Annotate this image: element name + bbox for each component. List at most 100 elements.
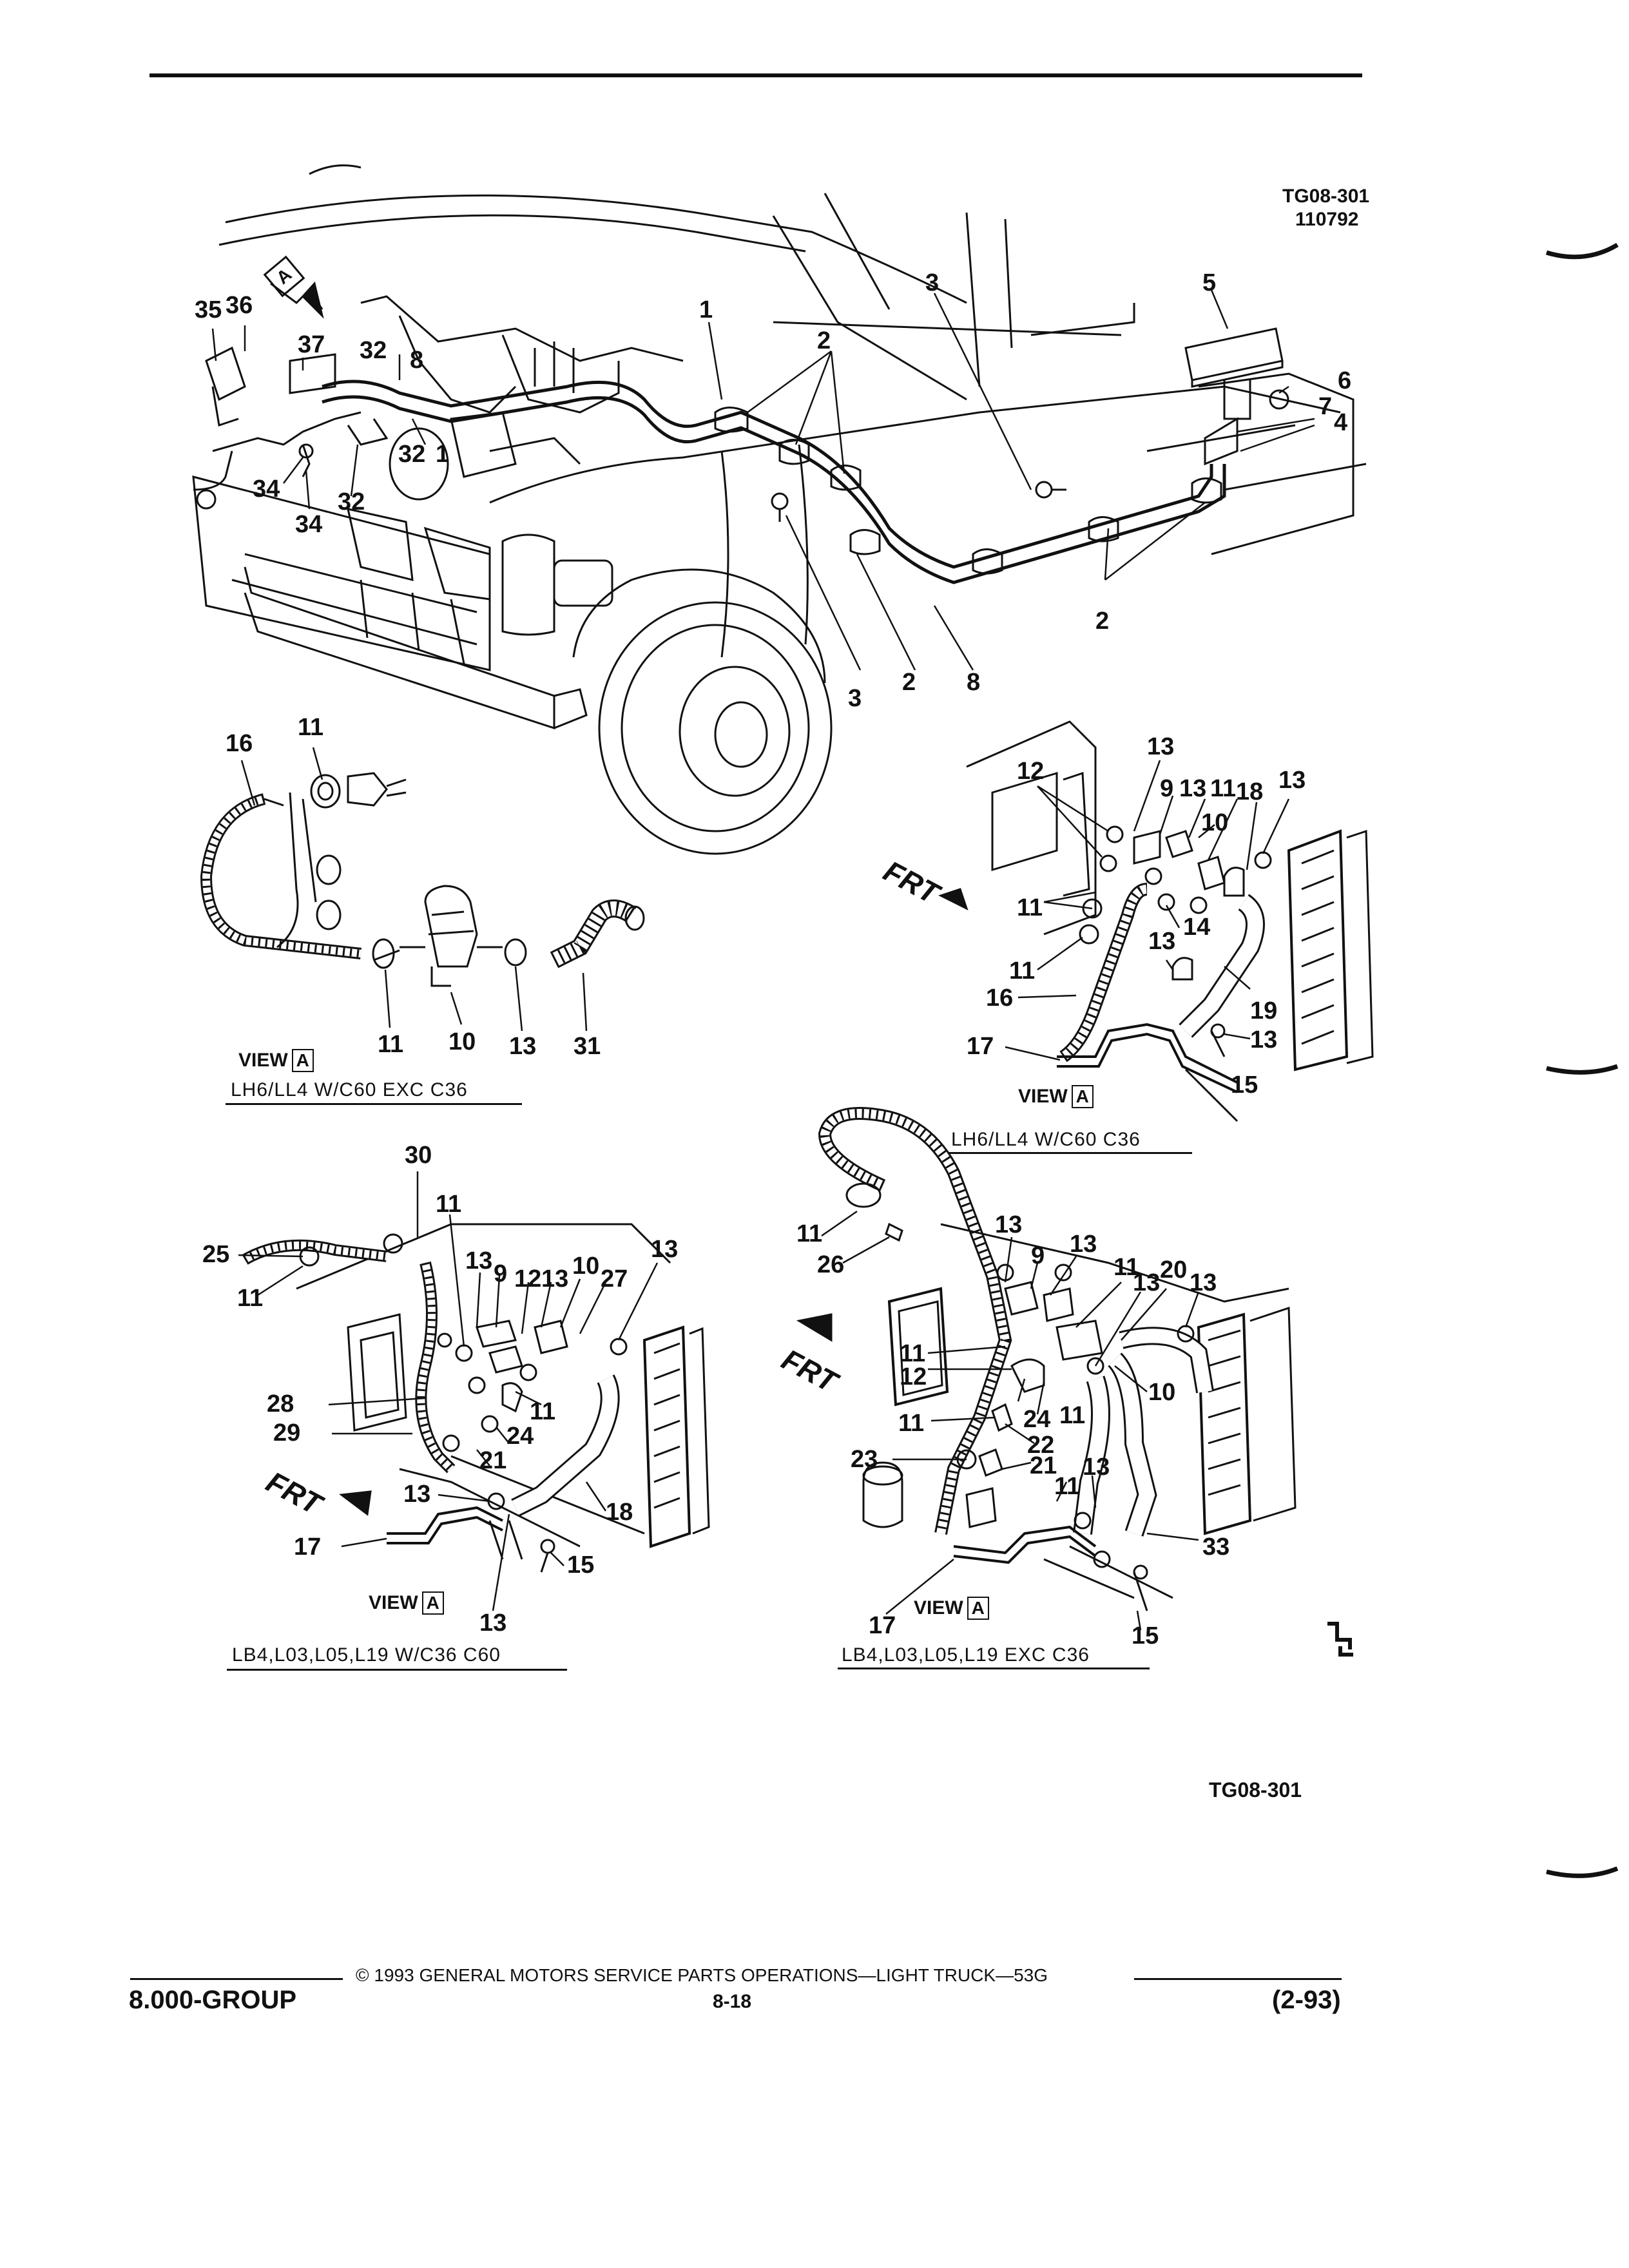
revision-label: (2-93)	[1272, 1986, 1341, 2014]
callout-27: 27	[601, 1265, 628, 1293]
callout-13: 13	[541, 1265, 569, 1293]
callout-16: 16	[226, 730, 253, 757]
callout-11: 11	[1059, 1402, 1086, 1429]
figure-code: TG08-301	[1282, 186, 1370, 207]
callout-30: 30	[405, 1142, 432, 1169]
callout-22: 22	[1027, 1432, 1055, 1459]
callout-12: 12	[514, 1265, 542, 1293]
callout-18: 18	[1236, 778, 1264, 805]
callout-11: 11	[1009, 957, 1036, 985]
callout-37: 36	[226, 292, 253, 319]
callout-17: 17	[294, 1533, 322, 1561]
callout-32: 32	[360, 337, 387, 364]
callout-35: 34	[253, 476, 280, 503]
callout-15: 15	[1231, 1072, 1258, 1099]
callout-10: 10	[448, 1028, 476, 1055]
callout-3: 3	[925, 269, 940, 296]
front-wheel	[598, 601, 833, 855]
bumper	[244, 566, 555, 730]
callout-10: 10	[572, 1253, 600, 1280]
callout-13: 13	[465, 1247, 493, 1274]
callout-23: 23	[851, 1446, 878, 1473]
footer-rule-right	[1134, 1978, 1342, 1980]
callout-15: 15	[567, 1552, 595, 1579]
callout-11: 11	[1210, 775, 1237, 802]
callout-26: 26	[817, 1251, 845, 1278]
callout-19: 19	[1250, 997, 1278, 1024]
callout-11: 11	[378, 1031, 404, 1058]
hood-outline	[225, 194, 967, 304]
callout-13: 13	[1190, 1269, 1217, 1296]
callout-3: 3	[848, 685, 862, 712]
callout-11: 11	[530, 1398, 556, 1425]
view-a-1-underline	[226, 1103, 522, 1105]
callout-13: 13	[1148, 928, 1176, 955]
callout-13: 13	[1147, 733, 1175, 760]
callout-10: 10	[1201, 809, 1229, 836]
windshield	[772, 193, 1013, 401]
callout-15: 15	[1132, 1622, 1159, 1649]
page-number: 8-18	[713, 1991, 752, 2012]
callout-13: 13	[1278, 767, 1306, 794]
callout-9: 9	[1031, 1242, 1045, 1269]
callout-13: 13	[509, 1033, 537, 1060]
callout-12: 12	[1017, 758, 1045, 785]
view-a-2-caption: LH6/LL4 W/C60 C36	[951, 1129, 1141, 1150]
callout-2: 2	[817, 327, 831, 354]
callout-18: 18	[606, 1499, 633, 1526]
callout-2: 2	[902, 669, 916, 696]
callout-11: 11	[436, 1191, 462, 1218]
heater-hose-pair	[322, 380, 1213, 569]
callout-14: 14	[1183, 914, 1211, 941]
date-code: 110792	[1295, 209, 1359, 230]
callout-2: 2	[1095, 608, 1110, 635]
callout-36: 35	[195, 296, 222, 323]
callout-4: 4	[1334, 409, 1348, 436]
callout-8: 8	[967, 669, 981, 696]
fender	[489, 385, 1341, 504]
callout-31: 31	[574, 1033, 601, 1060]
callout-1: 1	[699, 296, 713, 323]
heater-valve	[424, 885, 478, 968]
top-rule	[149, 73, 1362, 77]
item-5-box	[1184, 327, 1284, 388]
radiator	[1287, 829, 1349, 1072]
callout-11: 11	[237, 1285, 264, 1312]
callout-32: 32	[338, 488, 365, 515]
callout-17: 17	[967, 1033, 994, 1060]
callout-13: 13	[1070, 1231, 1097, 1258]
callout-17: 17	[869, 1612, 896, 1639]
callout-21: 21	[1030, 1452, 1057, 1479]
callout-13: 13	[403, 1481, 431, 1508]
callout-12: 12	[900, 1363, 927, 1390]
callout-21: 21	[479, 1447, 507, 1474]
figure-code-bottom: TG08-301	[1209, 1778, 1302, 1802]
callout-16: 16	[986, 985, 1014, 1012]
callout-9: 9	[494, 1260, 508, 1287]
callout-8: 8	[410, 347, 424, 374]
callout-5: 5	[1202, 269, 1217, 296]
callout-1: 1	[436, 441, 450, 468]
callout-13: 13	[1179, 775, 1207, 802]
callout-7: 7	[1318, 393, 1333, 420]
callout-10: 10	[1148, 1379, 1176, 1406]
callout-6: 6	[1338, 367, 1352, 394]
callout-11: 11	[900, 1340, 926, 1367]
callout-11: 11	[898, 1410, 925, 1437]
view-a-3-underline	[227, 1669, 567, 1671]
callout-13: 13	[1083, 1454, 1110, 1481]
callout-9: 9	[1160, 775, 1174, 802]
callout-13: 13	[479, 1610, 507, 1637]
callout-24: 24	[1023, 1406, 1051, 1433]
callout-20: 20	[1160, 1256, 1188, 1283]
callout-11: 11	[796, 1220, 823, 1247]
callout-13: 13	[1250, 1026, 1278, 1053]
callout-24: 24	[506, 1423, 534, 1450]
